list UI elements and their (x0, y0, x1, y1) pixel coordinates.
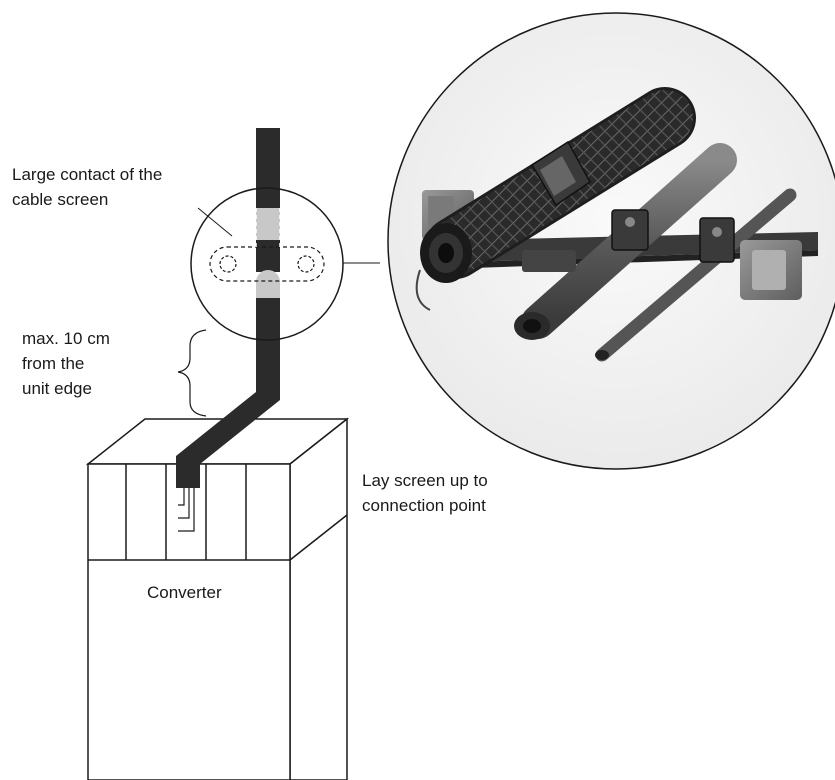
converter-label: Converter (147, 583, 222, 602)
exposed-screen-section (256, 208, 280, 240)
clamp-outline (209, 246, 325, 282)
distance-label-line1: max. 10 cm (22, 329, 110, 348)
contact-label-line1: Large contact of the (12, 165, 162, 184)
lay-screen-label-line2: connection point (362, 496, 486, 515)
contact-clamp-detail (190, 187, 344, 341)
magnified-photo (387, 12, 835, 470)
distance-label-line3: unit edge (22, 379, 92, 398)
distance-brace (177, 329, 207, 417)
cable-under-clamp (256, 240, 280, 272)
converter-side-face (289, 417, 348, 780)
clamp-screw-hole (219, 255, 237, 273)
exposed-screen-lower (256, 270, 280, 298)
distance-label-line2: from the (22, 354, 84, 373)
cable-upper-section (256, 128, 280, 208)
magnified-photo-border (387, 12, 835, 470)
shielded-cable (176, 128, 280, 488)
lay-screen-label-line1: Lay screen up to (362, 471, 488, 490)
cable-lower-section (176, 298, 280, 488)
converter-side-divider (289, 514, 348, 561)
cable-wires (178, 488, 195, 532)
contact-label-line2: cable screen (12, 190, 108, 209)
detail-circle (190, 187, 344, 341)
contact-leader-line (197, 207, 233, 237)
clamp-screw-hole (297, 255, 315, 273)
